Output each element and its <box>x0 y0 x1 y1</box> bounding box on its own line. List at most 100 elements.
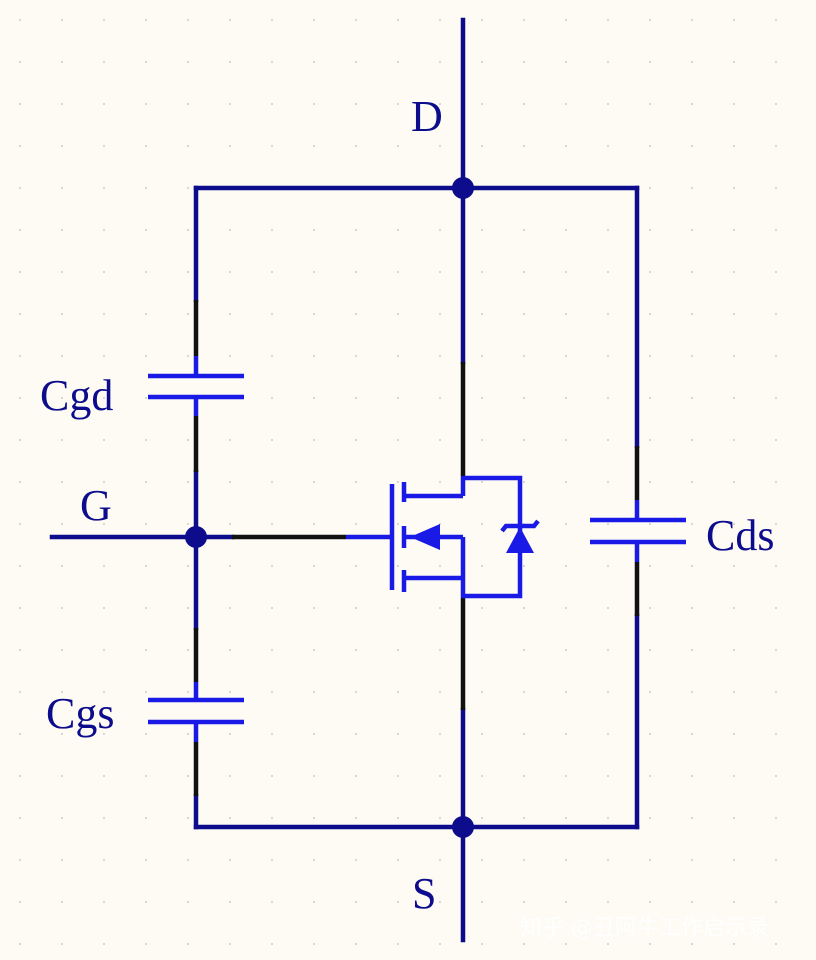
grid-dot <box>775 61 777 63</box>
grid-dot <box>19 481 21 483</box>
grid-dot <box>565 271 567 273</box>
grid-dot <box>145 943 147 945</box>
grid-dot <box>145 607 147 609</box>
grid-dot <box>439 61 441 63</box>
grid-dot <box>61 355 63 357</box>
grid-dot <box>481 19 483 21</box>
grid-dot <box>733 607 735 609</box>
grid-dot <box>733 187 735 189</box>
grid-dot <box>355 775 357 777</box>
grid-dot <box>19 103 21 105</box>
grid-dot <box>187 523 189 525</box>
grid-dot <box>775 859 777 861</box>
grid-dot <box>19 61 21 63</box>
grid-dot <box>103 61 105 63</box>
grid-dot <box>397 817 399 819</box>
grid-dot <box>397 61 399 63</box>
grid-dot <box>565 355 567 357</box>
grid-dot <box>271 103 273 105</box>
grid-dot <box>607 19 609 21</box>
grid-dot <box>397 733 399 735</box>
grid-dot <box>313 61 315 63</box>
body-diode-arrow-icon <box>410 524 440 550</box>
grid-dot <box>565 607 567 609</box>
grid-dot <box>271 313 273 315</box>
grid-dot <box>481 103 483 105</box>
grid-dot <box>439 271 441 273</box>
label-gate: G <box>80 481 112 530</box>
grid-dot <box>649 145 651 147</box>
junction-nodes <box>185 177 474 838</box>
grid-dot <box>355 481 357 483</box>
grid-dot <box>313 355 315 357</box>
grid-dot <box>103 733 105 735</box>
grid-dot <box>397 439 399 441</box>
grid-dot <box>691 565 693 567</box>
grid-dot <box>355 565 357 567</box>
grid-dot <box>229 271 231 273</box>
grid-dot <box>481 775 483 777</box>
grid-dot <box>523 649 525 651</box>
grid-dot <box>775 271 777 273</box>
grid-dot <box>607 271 609 273</box>
grid-dot <box>271 229 273 231</box>
grid-dot <box>229 481 231 483</box>
grid-dot <box>355 397 357 399</box>
grid-dot <box>313 103 315 105</box>
grid-dot <box>691 187 693 189</box>
grid-dot <box>61 901 63 903</box>
grid-dot <box>523 691 525 693</box>
grid-dot <box>481 271 483 273</box>
grid-dot <box>523 313 525 315</box>
grid-dot <box>103 859 105 861</box>
grid-dot <box>271 145 273 147</box>
grid-dot <box>145 397 147 399</box>
label-cgs: Cgs <box>46 689 114 738</box>
grid-dot <box>61 943 63 945</box>
grid-dot <box>61 817 63 819</box>
grid-dot <box>481 943 483 945</box>
grid-dot <box>145 901 147 903</box>
grid-dot <box>607 61 609 63</box>
grid-dot <box>733 481 735 483</box>
grid-dot <box>271 355 273 357</box>
grid-dot <box>691 817 693 819</box>
grid-dot <box>523 901 525 903</box>
grid-dot <box>355 103 357 105</box>
grid-dot <box>145 565 147 567</box>
grid-dot <box>439 145 441 147</box>
grid-dot <box>145 313 147 315</box>
grid-dot <box>649 817 651 819</box>
grid-dot <box>775 103 777 105</box>
grid-dot <box>313 817 315 819</box>
grid-dot <box>355 817 357 819</box>
grid-dot <box>607 355 609 357</box>
grid-dot <box>691 901 693 903</box>
grid-dot <box>61 439 63 441</box>
grid-dot <box>61 397 63 399</box>
grid-dot <box>565 565 567 567</box>
grid-dot <box>397 523 399 525</box>
grid-dot <box>649 523 651 525</box>
grid-dot <box>355 943 357 945</box>
grid-dot <box>775 229 777 231</box>
grid-dot <box>19 943 21 945</box>
grid-dot <box>145 229 147 231</box>
grid-dot <box>691 691 693 693</box>
capacitor-cgs <box>148 682 244 742</box>
grid-dot <box>19 355 21 357</box>
grid-dot <box>187 817 189 819</box>
grid-dot <box>397 607 399 609</box>
drain-junction <box>452 177 474 199</box>
grid-dot <box>19 901 21 903</box>
grid-dot <box>439 775 441 777</box>
label-cgd: Cgd <box>40 371 113 420</box>
grid-dot <box>19 565 21 567</box>
grid-dot <box>649 859 651 861</box>
grid-dot <box>775 901 777 903</box>
grid-dot <box>439 355 441 357</box>
grid-dot <box>103 523 105 525</box>
grid-dot <box>19 649 21 651</box>
grid-dot <box>61 103 63 105</box>
